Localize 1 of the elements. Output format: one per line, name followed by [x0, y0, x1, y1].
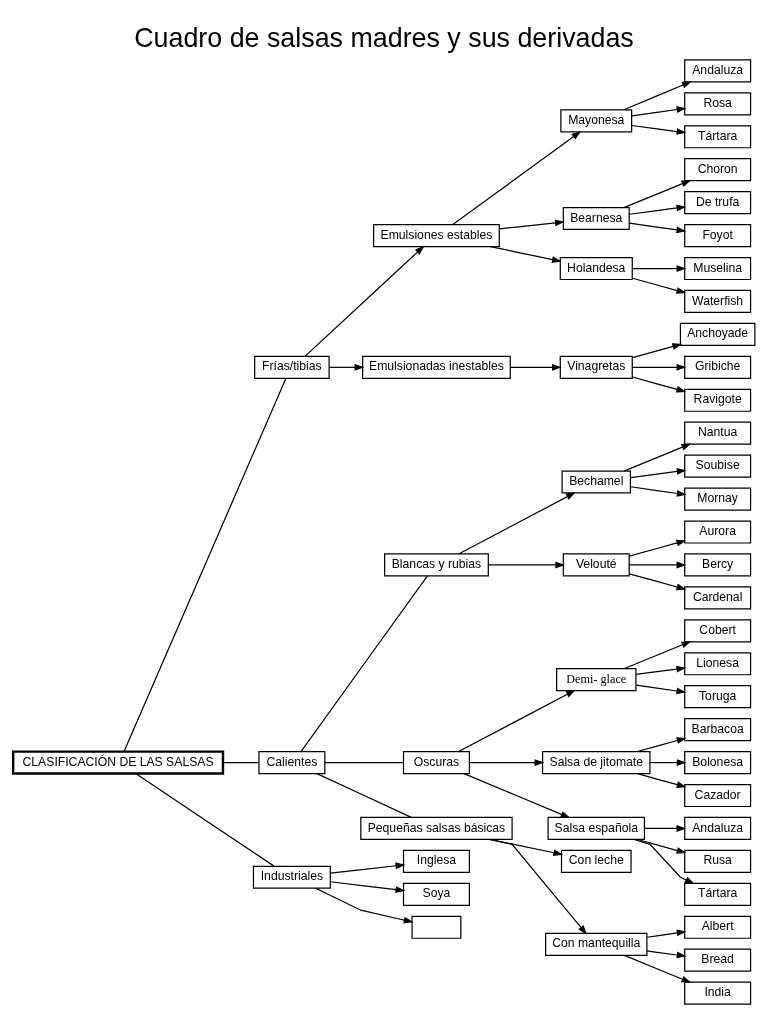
diagram-title: Cuadro de salsas madres y sus derivadas — [134, 22, 634, 53]
